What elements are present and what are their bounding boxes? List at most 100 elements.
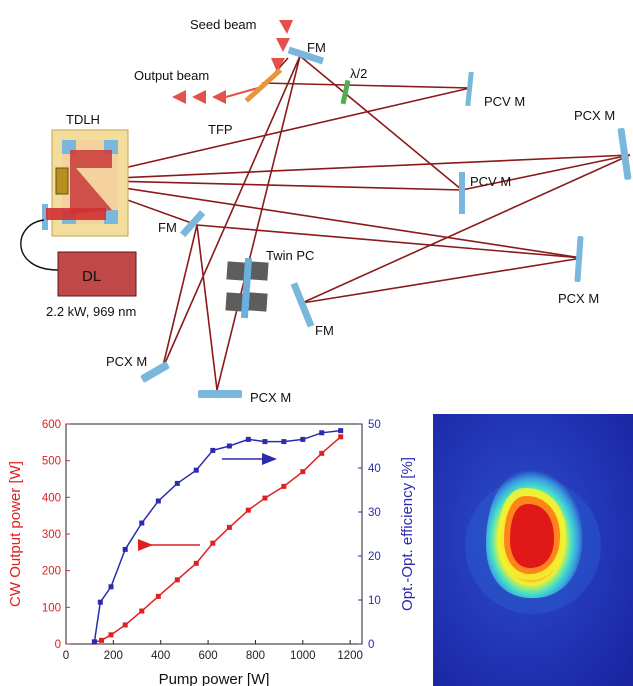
efficiency-point: [108, 584, 114, 590]
output-power-point: [122, 622, 128, 628]
output-power-point: [262, 495, 268, 501]
y-left-axis-ticks: 0 100 200 300 400 500 600: [42, 419, 70, 651]
x-tick-label: 600: [198, 650, 217, 662]
efficiency-point: [210, 447, 216, 453]
efficiency-point: [338, 428, 344, 434]
dl-coupling-mirror: [42, 204, 48, 230]
label-pcx-m-mid-right: PCX M: [558, 291, 599, 306]
label-pcv-m-top: PCV M: [484, 94, 525, 109]
efficiency-point: [174, 480, 180, 486]
output-power-point: [210, 540, 216, 546]
label-dl: DL: [82, 268, 101, 285]
label-dl-spec: 2.2 kW, 969 nm: [46, 304, 136, 319]
y-left-tick-label: 0: [55, 639, 61, 651]
pcv-m-top-mirror: [465, 71, 474, 107]
x-tick-label: 0: [63, 650, 69, 662]
fm-top-mirror: [287, 46, 325, 65]
label-half-wave: λ/2: [350, 66, 367, 81]
output-power-point: [226, 524, 232, 530]
pcx-m-bottom-left-mirror: [140, 361, 170, 383]
efficiency-point: [122, 546, 128, 552]
label-tfp: TFP: [208, 122, 233, 137]
beam-profile-image: [433, 414, 633, 686]
pcx-m-bottom-mirror: [198, 390, 242, 398]
label-fm-left: FM: [158, 220, 177, 235]
efficiency-point: [97, 599, 103, 605]
label-pcx-m-right: PCX M: [574, 108, 615, 123]
y-right-tick-label: 50: [368, 419, 381, 431]
diode-laser: [20, 219, 137, 297]
pcx-m-mid-right-mirror: [574, 235, 584, 283]
label-output-beam: Output beam: [134, 68, 209, 83]
efficiency-point: [262, 439, 268, 445]
output-power-point: [155, 593, 161, 599]
x-axis-ticks: 0 200 400 600 800 1000 1200: [63, 640, 363, 662]
label-fm-top: FM: [307, 40, 326, 55]
output-power-point: [281, 483, 287, 489]
y-right-tick-label: 30: [368, 507, 381, 519]
output-power-point: [300, 469, 306, 475]
label-pcx-m-bottom: PCX M: [250, 390, 291, 405]
output-beam-arrows: [172, 87, 259, 104]
x-tick-label: 800: [246, 650, 265, 662]
y-right-tick-label: 0: [368, 639, 374, 651]
y-right-axis-ticks: 0 10 20 30 40 50: [358, 419, 381, 651]
seed-beam-arrows: [271, 20, 293, 72]
output-power-point: [139, 608, 145, 614]
pcv-m-mid-mirror: [459, 172, 465, 214]
efficiency-point: [300, 436, 306, 442]
output-power-point: [99, 637, 105, 643]
pcx-m-right-mirror: [617, 127, 632, 180]
x-axis-label: Pump power [W]: [159, 671, 270, 686]
tdlh-module: [46, 129, 129, 237]
y-right-tick-label: 40: [368, 463, 381, 475]
efficiency-point: [139, 520, 145, 526]
optical-layout-diagram: Seed beam Output beam FM TFP λ/2 PCV M P…: [20, 17, 632, 405]
efficiency-point: [245, 436, 251, 442]
output-power-point: [193, 560, 199, 566]
fm-left-mirror: [179, 210, 206, 238]
series-layer: [91, 428, 344, 645]
y-right-tick-label: 10: [368, 595, 381, 607]
efficiency-point: [319, 430, 325, 436]
efficiency-point: [226, 443, 232, 449]
label-pcv-m-mid: PCV M: [470, 174, 511, 189]
x-tick-label: 200: [104, 650, 123, 662]
half-wave-plate: [340, 79, 351, 105]
output-power-series-line: [94, 436, 342, 643]
twin-pc: [225, 257, 269, 319]
output-power-point: [174, 577, 180, 583]
output-power-point: [319, 450, 325, 456]
label-pcx-m-bottom-left: PCX M: [106, 354, 147, 369]
x-tick-label: 400: [151, 650, 170, 662]
y-left-axis-label: CW Output power [W]: [7, 461, 24, 607]
label-fm-bottom: FM: [315, 323, 334, 338]
beam-paths: [71, 55, 631, 391]
y-left-tick-label: 200: [42, 566, 61, 578]
label-twin-pc: Twin PC: [266, 248, 314, 263]
y-right-tick-label: 20: [368, 551, 381, 563]
tfp-plate: [244, 68, 283, 103]
y-left-tick-label: 500: [42, 456, 61, 468]
efficiency-point: [193, 467, 199, 473]
y-left-tick-label: 400: [42, 492, 61, 504]
y-right-axis-label: Opt.-Opt. efficiency [%]: [399, 457, 416, 611]
efficiency-point: [281, 439, 287, 445]
efficiency-series-line: [93, 429, 341, 642]
label-seed-beam: Seed beam: [190, 17, 257, 32]
mirrors: [42, 46, 632, 398]
y-left-tick-label: 300: [42, 529, 61, 541]
y-left-tick-label: 100: [42, 602, 61, 614]
output-power-point: [338, 434, 344, 440]
label-tdlh: TDLH: [66, 112, 100, 127]
fm-bottom-mirror: [290, 282, 315, 328]
efficiency-point: [91, 639, 97, 645]
output-power-point: [245, 507, 251, 513]
x-tick-label: 1000: [290, 650, 316, 662]
efficiency-point: [155, 498, 161, 504]
output-power-point: [108, 632, 114, 638]
y-left-tick-label: 600: [42, 419, 61, 431]
x-tick-label: 1200: [337, 650, 363, 662]
